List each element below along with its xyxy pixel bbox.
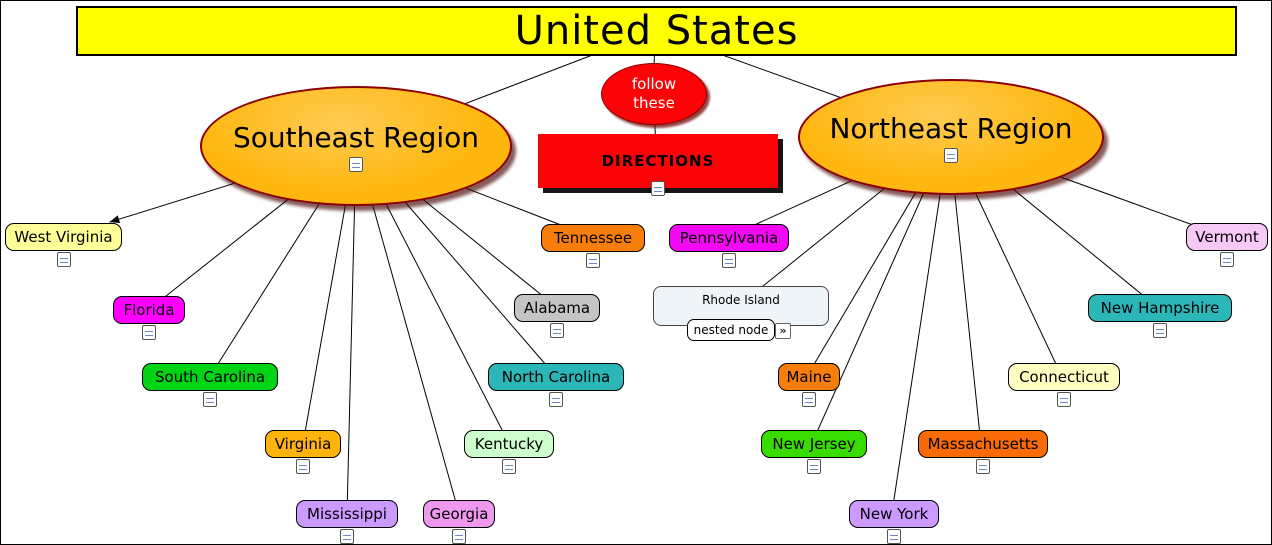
node-newhampshire[interactable]: New Hampshire — [1088, 294, 1232, 338]
node-label-alabama: Alabama — [523, 299, 591, 317]
node-virginia[interactable]: Virginia — [265, 430, 341, 474]
resource-icon[interactable] — [722, 253, 736, 268]
resource-icon[interactable] — [944, 147, 958, 163]
resource-icon[interactable] — [976, 459, 990, 474]
node-label-virginia: Virginia — [274, 435, 332, 453]
resource-icon[interactable] — [452, 529, 466, 544]
resource-icon[interactable] — [586, 253, 600, 268]
resource-icon[interactable] — [549, 392, 563, 407]
node-label-ne: Northeast Region — [829, 111, 1073, 145]
node-tennessee[interactable]: Tennessee — [541, 224, 645, 268]
node-newyork[interactable]: New York — [849, 500, 939, 544]
node-maine[interactable]: Maine — [778, 363, 840, 407]
node-label-florida: Florida — [123, 301, 175, 319]
resource-icon[interactable] — [203, 392, 217, 407]
node-label-title: United States — [514, 8, 799, 54]
resource-icon[interactable] — [340, 529, 354, 544]
node-label-pennsylvania: Pennsylvania — [679, 229, 779, 247]
node-label-kentucky: Kentucky — [474, 435, 544, 453]
node-westvirginia[interactable]: West Virginia — [5, 223, 122, 267]
node-directions[interactable]: DIRECTIONS — [538, 134, 778, 196]
node-label-newhampshire: New Hampshire — [1100, 299, 1220, 317]
node-massachusetts[interactable]: Massachusetts — [918, 430, 1048, 474]
resource-icon[interactable] — [651, 181, 665, 196]
node-label-georgia: Georgia — [429, 505, 489, 523]
node-northcarolina[interactable]: North Carolina — [488, 363, 624, 407]
node-label-massachusetts: Massachusetts — [927, 435, 1039, 453]
resource-icon[interactable] — [349, 156, 363, 172]
node-label-newjersey: New Jersey — [772, 435, 856, 453]
node-label-maine: Maine — [786, 368, 832, 386]
node-title[interactable]: United States — [76, 6, 1237, 56]
node-pennsylvania[interactable]: Pennsylvania — [669, 224, 789, 268]
node-label-tennessee: Tennessee — [553, 229, 633, 247]
resource-icon[interactable] — [1220, 252, 1234, 267]
resource-icon[interactable] — [142, 325, 156, 340]
resource-icon[interactable] — [296, 459, 310, 474]
resource-icon[interactable] — [1057, 392, 1071, 407]
node-label-follow: follow these — [631, 75, 677, 112]
node-label-westvirginia: West Virginia — [14, 228, 113, 246]
node-label-nestednode: nested node — [693, 323, 769, 337]
resource-icon[interactable] — [887, 529, 901, 544]
node-follow[interactable]: follow these — [601, 63, 707, 125]
node-newjersey[interactable]: New Jersey — [761, 430, 867, 474]
edge-se-mississippi — [346, 145, 357, 513]
node-label-rhodeisland: Rhode Island — [702, 293, 780, 307]
resource-icon[interactable] — [807, 459, 821, 474]
node-se[interactable]: Southeast Region — [200, 86, 512, 206]
node-label-newyork: New York — [859, 505, 929, 523]
node-label-se: Southeast Region — [232, 120, 480, 154]
resource-icon[interactable] — [802, 392, 816, 407]
node-connecticut[interactable]: Connecticut — [1008, 363, 1120, 407]
resource-icon[interactable] — [1153, 323, 1167, 338]
node-southcarolina[interactable]: South Carolina — [142, 363, 278, 407]
node-alabama[interactable]: Alabama — [514, 294, 600, 338]
node-florida[interactable]: Florida — [113, 296, 185, 340]
node-label-directions: DIRECTIONS — [601, 152, 715, 170]
resource-icon[interactable] — [550, 323, 564, 338]
resource-icon[interactable] — [502, 459, 516, 474]
expand-nested-icon[interactable]: » — [775, 323, 791, 339]
edge-se-georgia — [355, 145, 460, 513]
node-vermont[interactable]: Vermont — [1186, 223, 1268, 267]
node-kentucky[interactable]: Kentucky — [464, 430, 554, 474]
node-ne[interactable]: Northeast Region — [798, 79, 1104, 195]
node-mississippi[interactable]: Mississippi — [296, 500, 398, 544]
edge-ne-newyork — [891, 136, 950, 513]
node-nestednode[interactable]: nested node » — [687, 319, 791, 341]
node-label-northcarolina: North Carolina — [501, 368, 611, 386]
resource-icon[interactable] — [56, 252, 71, 267]
node-label-southcarolina: South Carolina — [154, 368, 266, 386]
node-georgia[interactable]: Georgia — [423, 500, 495, 544]
node-label-connecticut: Connecticut — [1019, 368, 1109, 386]
node-label-vermont: Vermont — [1195, 228, 1259, 246]
node-label-mississippi: Mississippi — [307, 505, 387, 523]
